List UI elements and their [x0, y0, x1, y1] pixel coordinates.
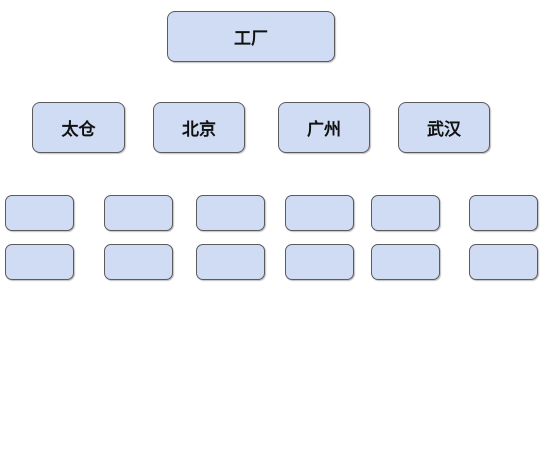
branch-node-beijing: 北京 [153, 102, 245, 153]
empty-box [469, 244, 538, 280]
root-label: 工厂 [234, 29, 268, 49]
empty-box [5, 244, 74, 280]
empty-box [104, 195, 173, 231]
branch-label: 广州 [307, 120, 341, 140]
branch-node-guangzhou: 广州 [278, 102, 370, 153]
empty-box [469, 195, 538, 231]
empty-box [371, 244, 440, 280]
branch-label: 太仓 [61, 120, 96, 140]
root-node: 工厂 [167, 11, 335, 62]
branch-label: 北京 [182, 120, 216, 140]
empty-box [196, 244, 265, 280]
empty-box [285, 244, 354, 280]
empty-box [196, 195, 265, 231]
branch-node-taicang: 太仓 [32, 102, 125, 153]
empty-box [285, 195, 354, 231]
empty-box [371, 195, 440, 231]
empty-box [104, 244, 173, 280]
empty-box [5, 195, 74, 231]
branch-node-wuhan: 武汉 [398, 102, 490, 153]
branch-label: 武汉 [427, 120, 461, 140]
